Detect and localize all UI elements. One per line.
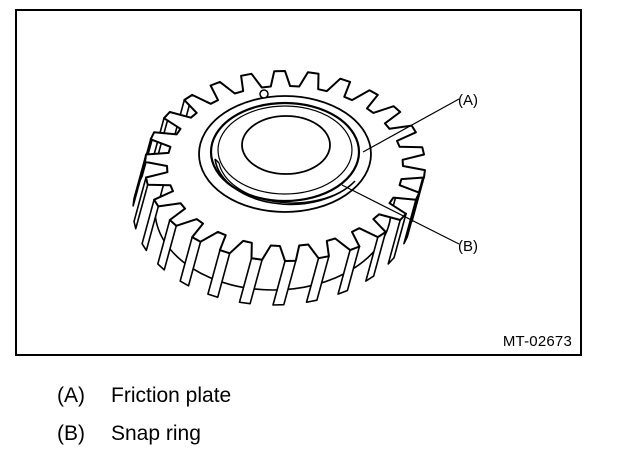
gear-tooth-side: [141, 198, 160, 252]
snap-ring-inner: [218, 162, 352, 204]
gear-tooth-side: [387, 212, 407, 265]
gear-bore: [241, 115, 331, 175]
figure-id: MT-02673: [502, 333, 572, 350]
legend-key: (B): [57, 422, 85, 445]
snap-ring-gap-mark: [214, 158, 220, 164]
legend-item-snap-ring: (B) Snap ring: [57, 422, 201, 446]
gear-tooth-side: [133, 176, 149, 230]
gear-assembly-illustration: (A) (B): [132, 70, 478, 306]
callout-b-label: (B): [458, 238, 478, 255]
callout-b-leader: [341, 184, 460, 245]
callout-a-leader: [362, 98, 460, 153]
callout-a-label: (A): [458, 92, 478, 109]
friction-plate-inner-edge: [217, 105, 353, 195]
diagram-frame: (A) (B) MT-02673: [15, 9, 582, 356]
gear-tooth-side: [403, 191, 421, 245]
oil-hole: [259, 89, 269, 99]
legend-key: (A): [57, 384, 85, 407]
legend-label: Friction plate: [111, 384, 232, 407]
legend-item-friction-plate: (A) Friction plate: [57, 384, 231, 408]
legend-label: Snap ring: [111, 422, 201, 445]
